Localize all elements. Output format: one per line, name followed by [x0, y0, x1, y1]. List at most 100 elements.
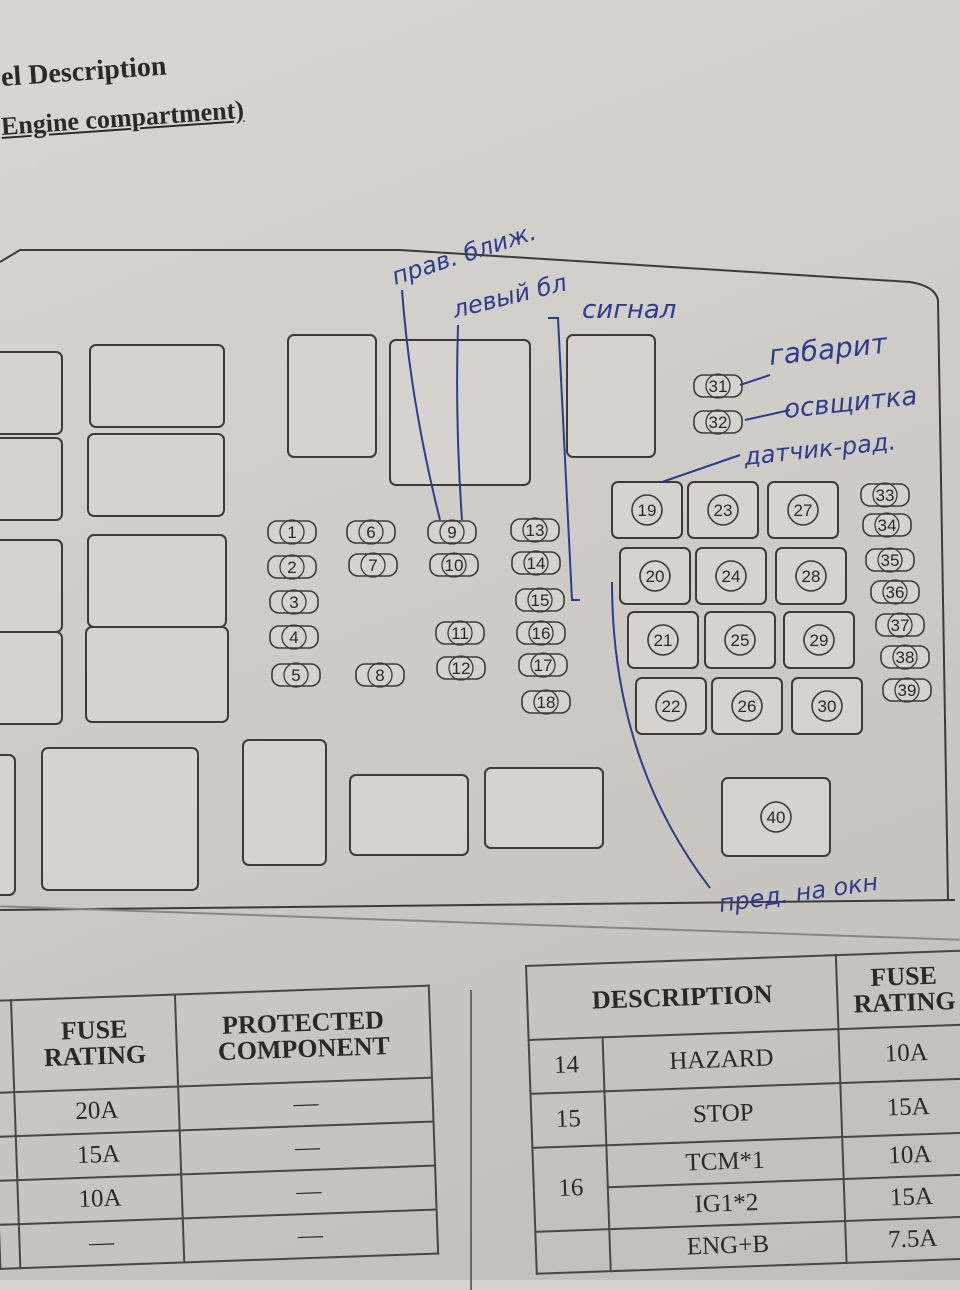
small-fuse-label: 4 — [289, 628, 298, 647]
relay-block — [566, 334, 656, 458]
big-fuse-label: 25 — [731, 631, 750, 650]
big-fuse-circle — [795, 560, 827, 592]
small-fuse-circle — [882, 579, 908, 605]
small-fuse: 35 — [865, 547, 915, 573]
relay-block — [87, 433, 225, 517]
annotation-line — [456, 324, 463, 521]
small-fuse-label: 10 — [445, 556, 464, 575]
relay-block — [0, 437, 63, 521]
description-cell: STOP — [604, 1083, 843, 1146]
small-fuse-label: 15 — [531, 591, 550, 610]
row-stub-cell — [0, 1180, 19, 1225]
annotation-horn: сигнал — [582, 295, 676, 325]
relay-block — [87, 534, 227, 628]
small-fuse-body — [510, 518, 560, 542]
fuse-number-cell: 16 — [532, 1145, 610, 1232]
fuse-rating-cell: 10A — [17, 1174, 183, 1225]
small-fuse-circle — [279, 519, 305, 545]
small-fuse-circle — [894, 677, 920, 703]
small-fuse-circle — [523, 550, 549, 576]
small-fuse: 4 — [269, 624, 319, 650]
relay-block — [41, 747, 199, 891]
annotation-line — [401, 289, 441, 521]
small-fuse-circle — [283, 662, 309, 688]
small-fuse-body — [516, 621, 566, 645]
big-fuse-body — [783, 611, 855, 669]
small-fuse: 15 — [515, 587, 565, 613]
big-fuse-circle — [639, 560, 671, 592]
right-header-fuse-rating: FUSE RATING — [835, 950, 960, 1030]
small-fuse-circle — [281, 589, 307, 615]
small-fuse: 12 — [436, 655, 486, 681]
small-fuse-body — [436, 656, 486, 680]
small-fuse-circle — [448, 655, 474, 681]
fuse-40-label: 40 — [767, 808, 786, 827]
big-fuse-label: 29 — [810, 631, 829, 650]
small-fuse-label: 37 — [891, 616, 910, 635]
fuse-box-bottom-edge — [0, 899, 956, 911]
fuse-number-cell — [535, 1229, 611, 1274]
relay-block — [85, 626, 229, 723]
big-fuse-circle — [655, 690, 687, 722]
big-fuse-label: 22 — [662, 697, 681, 716]
small-fuse-body — [870, 580, 920, 604]
small-fuse-circle — [522, 517, 548, 543]
big-fuse: 26 — [711, 677, 783, 735]
big-fuse: 21 — [627, 611, 699, 669]
small-fuse-label: 12 — [452, 659, 471, 678]
small-fuse-body — [693, 410, 743, 434]
big-fuse-body — [695, 547, 767, 605]
small-fuse-circle — [447, 620, 473, 646]
small-fuse-body — [880, 645, 930, 669]
big-fuse: 24 — [695, 547, 767, 605]
annotation-left-low-beam: левый бл — [449, 268, 570, 324]
small-fuse-body — [875, 613, 925, 637]
annotation-line — [739, 374, 771, 386]
big-fuse-label: 26 — [738, 697, 757, 716]
small-fuse-circle — [439, 519, 465, 545]
annotation-line — [661, 454, 741, 483]
small-fuse-body — [348, 553, 398, 577]
fuse-40-block — [721, 777, 831, 857]
small-fuse-circle — [281, 624, 307, 650]
small-fuse-body — [865, 548, 915, 572]
left-fuse-table: FUSE RATING PROTECTED COMPONENT 20A—15A—… — [0, 985, 439, 1270]
small-fuse: 2 — [267, 554, 317, 580]
big-fuse-circle — [647, 624, 679, 656]
relay-block — [0, 351, 63, 435]
small-fuse: 33 — [860, 482, 910, 508]
small-fuse: 38 — [880, 644, 930, 670]
fuse-rating-cell: 20A — [14, 1086, 180, 1137]
small-fuse: 16 — [516, 620, 566, 646]
relay-block — [0, 754, 16, 896]
big-fuse-body — [627, 611, 699, 669]
small-fuse-label: 9 — [447, 523, 456, 542]
big-fuse-body — [767, 481, 839, 539]
big-fuse-body — [619, 547, 691, 605]
big-fuse-circle — [787, 494, 819, 526]
small-fuse-body — [518, 653, 568, 677]
relay-block — [349, 774, 469, 856]
small-fuse: 11 — [435, 620, 485, 646]
annotation-window-fuse: пред. на окн — [717, 868, 880, 918]
annotation-dash-lighting: освщитка — [783, 381, 919, 425]
small-fuse-body — [346, 520, 396, 544]
small-fuse-label: 3 — [289, 593, 298, 612]
small-fuse-circle — [887, 612, 913, 638]
small-fuse-body — [355, 663, 405, 687]
big-fuse-label: 30 — [818, 697, 837, 716]
small-fuse-circle — [705, 409, 731, 435]
big-fuse-label: 20 — [646, 567, 665, 586]
small-fuse-body — [427, 520, 477, 544]
small-fuse: 14 — [511, 550, 561, 576]
small-fuse: 17 — [518, 652, 568, 678]
fuse-rating-cell: 7.5A — [845, 1216, 960, 1263]
small-fuse: 8 — [355, 662, 405, 688]
fuse-rating-cell: — — [18, 1218, 185, 1269]
big-fuse: 27 — [767, 481, 839, 539]
small-fuse-label: 11 — [451, 624, 469, 643]
small-fuse-circle — [367, 662, 393, 688]
left-header-protected: PROTECTED COMPONENT — [174, 985, 432, 1087]
small-fuse: 1 — [267, 519, 317, 545]
